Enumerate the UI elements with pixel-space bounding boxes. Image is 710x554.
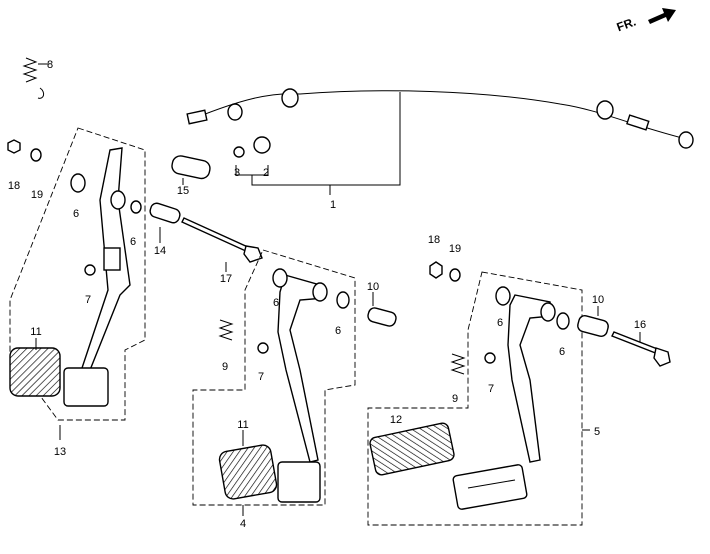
callout-6: 6 [559, 346, 565, 358]
callout-14: 14 [154, 245, 166, 257]
callout-7: 7 [258, 371, 264, 383]
callout-6: 6 [273, 297, 279, 309]
front-arrow-icon [648, 8, 676, 24]
bushing-15 [171, 155, 211, 180]
callout-19: 19 [449, 243, 461, 255]
bolt-16 [611, 331, 661, 355]
callout-19: 19 [31, 189, 43, 201]
callout-18: 18 [428, 234, 440, 246]
callout-10: 10 [592, 294, 604, 306]
callout-8: 8 [47, 59, 53, 71]
front-label: FR. [615, 15, 638, 35]
front-direction-indicator: FR. [615, 8, 676, 34]
callout-6: 6 [497, 317, 503, 329]
washer-19-left [30, 148, 42, 162]
callout-9: 9 [222, 361, 228, 373]
nut-18-left [7, 139, 21, 154]
callout-17: 17 [220, 273, 232, 285]
callout-13: 13 [54, 446, 66, 458]
spring-8 [22, 57, 48, 99]
pedal-assembly-13 [9, 127, 146, 440]
callout-18: 18 [8, 180, 20, 192]
callout-3: 3 [234, 167, 240, 179]
nut-18-right [429, 261, 443, 279]
bolt-17-head [243, 245, 263, 263]
throttle-cable [186, 88, 694, 195]
callout-11: 11 [30, 326, 41, 338]
callout-6: 6 [73, 208, 79, 220]
callout-5: 5 [594, 426, 600, 438]
callout-4: 4 [240, 518, 246, 530]
callout-15: 15 [177, 185, 189, 197]
pedal-assembly-5 [367, 271, 590, 526]
washer-19-right [449, 268, 461, 282]
collar-10-right [577, 315, 609, 337]
callout-6: 6 [335, 325, 341, 337]
callout-7: 7 [488, 383, 494, 395]
callout-1: 1 [330, 199, 336, 211]
pedal-assembly-4 [192, 249, 356, 516]
callout-10: 10 [367, 281, 379, 293]
bolt-17 [181, 217, 251, 253]
callout-7: 7 [85, 294, 91, 306]
callout-11: 11 [237, 419, 248, 431]
callout-16: 16 [634, 319, 646, 331]
callout-12: 12 [390, 414, 402, 426]
bolt-16-head [653, 347, 671, 367]
collar-10-middle [367, 307, 397, 327]
callout-2: 2 [263, 167, 269, 179]
collar-14 [149, 202, 181, 224]
callout-9: 9 [452, 393, 458, 405]
callout-6: 6 [130, 236, 136, 248]
